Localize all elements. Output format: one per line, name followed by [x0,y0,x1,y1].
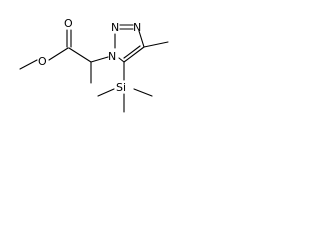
carbonyl-oxygen-label: O [64,17,73,30]
bond-ch-n1 [90,56,109,63]
bond-si-methyl-left [97,88,115,97]
ester-oxygen-label: O [38,55,47,68]
triazole-n1-label: N [108,50,116,63]
bond-n3-c4 [138,30,145,48]
bond-skeleton [19,24,169,113]
chemical-structure: O O N N N Si [19,17,169,113]
bond-o-carbonyl [48,47,69,61]
triazole-n2-label: N [111,21,119,34]
bond-si-methyl-right [133,88,153,97]
bond-c5-n1 [118,57,125,63]
bond-carbonyl-ch [68,47,92,63]
triazole-n3-label: N [133,21,141,34]
bond-c4-methyl [143,41,169,48]
bond-methyl-o [19,59,38,70]
bond-c4-c5-a [123,46,145,63]
silicon-label: Si [116,81,126,94]
bond-c4-c5-b [123,45,141,59]
